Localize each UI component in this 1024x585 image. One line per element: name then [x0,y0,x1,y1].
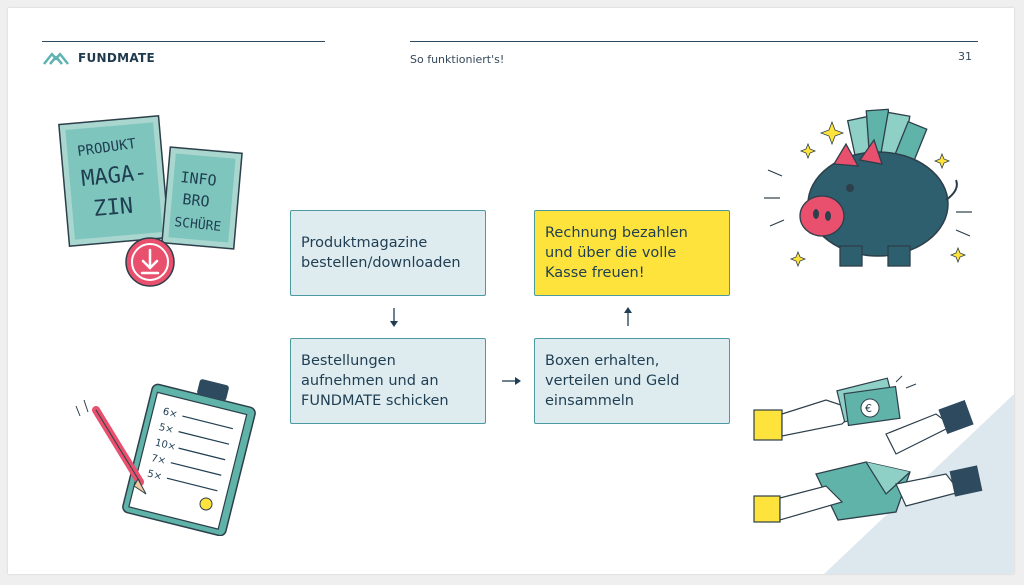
step-3-text: Boxen erhalten, verteilen und Geld einsa… [545,353,680,409]
piggy-bank-illustration-icon [764,108,972,268]
svg-text:€: € [865,402,872,415]
page-title: So funktioniert's! [410,53,505,66]
clipboard-illustration-icon: 6× 5× 10× 7× 5× [75,379,256,536]
money-exchange-illustration-icon: € [753,375,983,523]
arrow-right-icon [502,377,521,385]
list-qty-1: 6× [162,406,179,420]
header-rule-right [410,41,978,42]
step-box-2: Bestellungen aufnehmen und an FUNDMATE s… [290,338,486,424]
step-4-text: Rechnung bezahlen und über die volle Kas… [545,225,688,281]
page-number: 31 [958,50,972,63]
step-1-text: Produktmagazine bestellen/downloaden [301,235,461,271]
magazine-word-3: ZIN [92,194,134,222]
brand-logo: FUNDMATE [42,48,155,68]
list-qty-5: 5× [146,469,163,483]
step-box-3: Boxen erhalten, verteilen und Geld einsa… [534,338,730,424]
list-qty-3: 10× [154,437,177,453]
header-rule-left [42,41,325,42]
arrow-down-icon [390,308,398,327]
list-qty-4: 7× [150,453,167,467]
magazine-illustration-icon: PRODUKT MAGA- ZIN INFO BRO SCHÜRE [58,115,243,287]
step-box-1: Produktmagazine bestellen/downloaden [290,210,486,296]
fundmate-logo-icon [43,52,69,65]
list-qty-2: 5× [158,422,175,436]
brochure-word-3: SCHÜRE [174,213,222,235]
step-box-4: Rechnung bezahlen und über die volle Kas… [534,210,730,296]
step-2-text: Bestellungen aufnehmen und an FUNDMATE s… [301,353,449,409]
arrow-up-icon [624,307,632,326]
slide: FUNDMATE So funktioniert's! 31 Produktma… [8,8,1014,574]
brand-name: FUNDMATE [78,51,156,65]
brochure-word-2: BRO [182,190,211,211]
brochure-word-1: INFO [180,168,218,190]
